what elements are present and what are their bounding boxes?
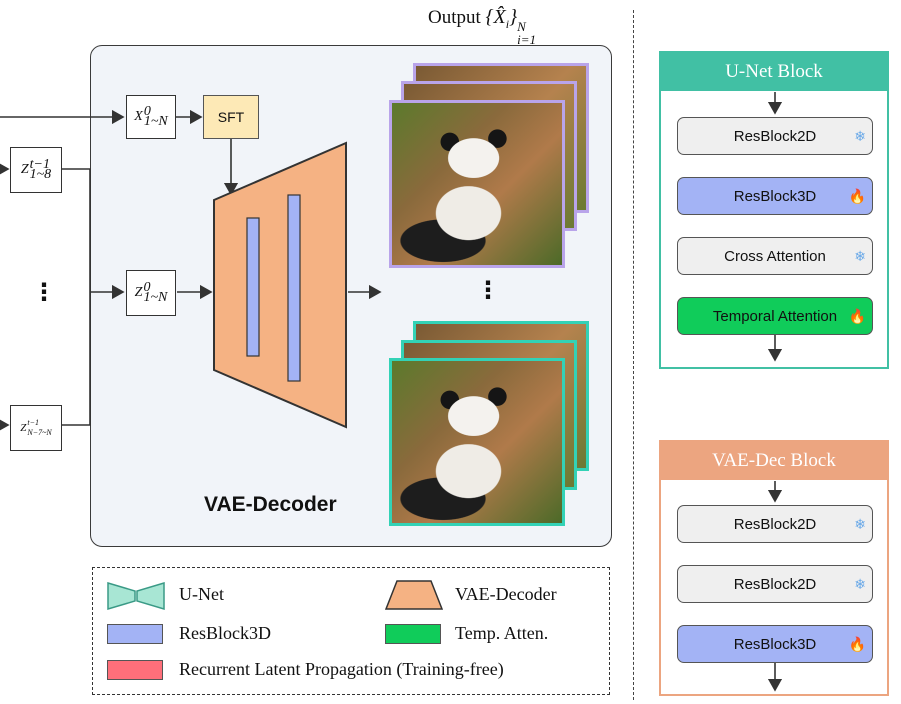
output-frame-bottom-1	[389, 358, 565, 526]
legend-recurrent-label: Recurrent Latent Propagation (Training-f…	[179, 659, 504, 679]
decoder-resblock3d-bar-1	[246, 217, 260, 357]
output-set-notation: {X̂i}	[485, 6, 518, 31]
unet_block-item-label: ResBlock3D	[733, 187, 817, 205]
unet_block-item-2: ResBlock3D 🔥	[677, 177, 873, 215]
legend-resblock3d-swatch	[107, 624, 163, 644]
flame-icon: 🔥	[848, 307, 866, 324]
legend-unet-icon	[107, 582, 165, 610]
unet_block-item-3: Cross Attention ❄	[677, 237, 873, 275]
snowflake-icon: ❄	[854, 127, 866, 144]
legend: U-Net VAE-Decoder ResBlock3D Temp. Atten…	[92, 567, 610, 695]
unet_block-item-label: Temporal Attention	[712, 307, 838, 325]
sft-node: SFT	[203, 95, 259, 139]
legend-recurrent-swatch	[107, 660, 163, 680]
unet_block-item-4: Temporal Attention 🔥	[677, 297, 873, 335]
vertical-ellipsis-frames: ⋮	[476, 276, 500, 304]
snowflake-icon: ❄	[854, 575, 866, 592]
block-arrows	[767, 92, 783, 692]
unet-block: U-Net Block	[659, 51, 889, 369]
legend-vae-decoder-icon	[385, 580, 443, 610]
flame-icon: 🔥	[848, 187, 866, 204]
divider	[633, 10, 634, 700]
vae_block-item-label: ResBlock2D	[733, 515, 817, 533]
flame-icon: 🔥	[848, 635, 866, 652]
unet_block-item-1: ResBlock2D ❄	[677, 117, 873, 155]
connector-lines	[0, 109, 382, 433]
snowflake-icon: ❄	[854, 515, 866, 532]
decoder-shape	[213, 141, 347, 429]
vertical-ellipsis-left: ⋮	[32, 278, 56, 306]
legend-vae-decoder-label: VAE-Decoder	[455, 584, 557, 604]
unet_block-item-label: Cross Attention	[724, 247, 826, 265]
unet-block-title: U-Net Block	[661, 53, 887, 91]
vae_block-item-label: ResBlock3D	[733, 635, 817, 653]
vae_block-item-3: ResBlock3D 🔥	[677, 625, 873, 663]
output-label-text: Output	[428, 7, 481, 28]
snowflake-icon: ❄	[854, 247, 866, 264]
vae_block-item-2: ResBlock2D ❄	[677, 565, 873, 603]
unet_block-item-label: ResBlock2D	[733, 127, 817, 145]
vae-dec-block: VAE-Dec Block	[659, 440, 889, 696]
decoder-resblock3d-bar-2	[287, 194, 301, 382]
vae_block-item-label: ResBlock2D	[733, 575, 817, 593]
vae_block-item-1: ResBlock2D ❄	[677, 505, 873, 543]
legend-temp-atten-label: Temp. Atten.	[455, 623, 549, 643]
panel-title: VAE-Decoder	[204, 493, 337, 516]
output-frame-top-1	[389, 100, 565, 268]
vae-dec-block-title: VAE-Dec Block	[661, 442, 887, 480]
legend-resblock3d-label: ResBlock3D	[179, 623, 271, 643]
legend-unet-label: U-Net	[179, 584, 224, 604]
legend-temp-atten-swatch	[385, 624, 441, 644]
